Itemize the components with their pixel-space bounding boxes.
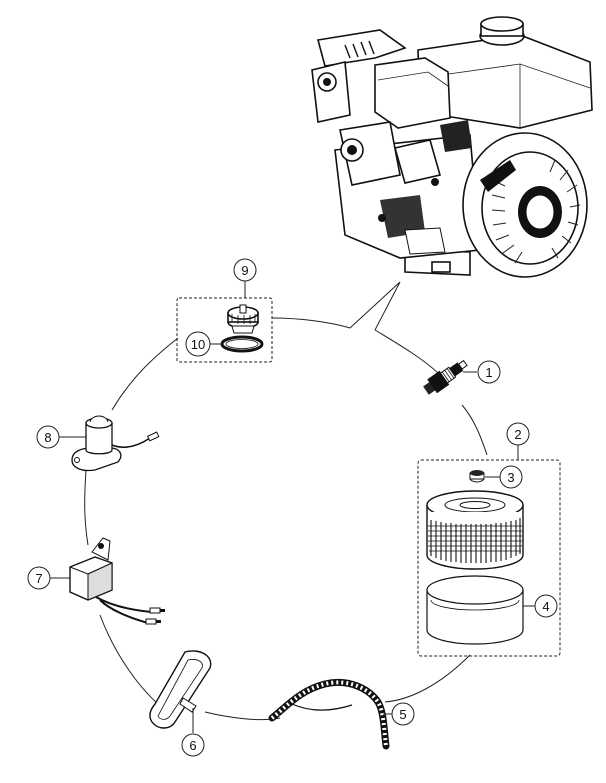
callout-label-9: 9 xyxy=(241,263,248,278)
o-ring-gasket-icon xyxy=(220,335,264,353)
paper-filter-icon xyxy=(426,490,524,570)
ignition-coil-icon xyxy=(69,537,165,625)
callout-9: 9 xyxy=(233,258,257,282)
oil-filler-cap-icon xyxy=(227,304,259,334)
callout-label-1: 1 xyxy=(485,365,492,380)
callout-10: 10 xyxy=(185,331,211,357)
foam-pre-filter-icon xyxy=(426,575,524,645)
callout-8: 8 xyxy=(36,425,60,449)
callout-2: 2 xyxy=(506,422,530,446)
callout-label-10: 10 xyxy=(191,337,205,352)
engine-pointer xyxy=(349,281,401,331)
spark-plug-icon xyxy=(423,359,468,395)
callout-7: 7 xyxy=(27,566,51,590)
callout-label-8: 8 xyxy=(44,430,51,445)
oil-cap-group xyxy=(176,281,273,363)
callout-4: 4 xyxy=(534,594,558,618)
wing-nut-icon xyxy=(469,470,485,483)
callout-label-4: 4 xyxy=(542,599,549,614)
callout-1: 1 xyxy=(477,360,501,384)
recoil-starter-rope-icon xyxy=(268,679,390,750)
oil-alert-sensor-icon xyxy=(71,415,160,472)
callout-label-6: 6 xyxy=(189,738,196,753)
callout-label-2: 2 xyxy=(514,427,521,442)
callout-label-7: 7 xyxy=(35,571,42,586)
starter-handle-icon xyxy=(149,650,212,729)
callout-label-3: 3 xyxy=(507,470,514,485)
callout-label-5: 5 xyxy=(399,707,406,722)
callout-5: 5 xyxy=(391,702,415,726)
small-gasoline-engine-icon xyxy=(311,16,593,278)
callout-3: 3 xyxy=(499,465,523,489)
air-filter-assembly-group xyxy=(417,445,561,657)
callout-6: 6 xyxy=(181,733,205,757)
